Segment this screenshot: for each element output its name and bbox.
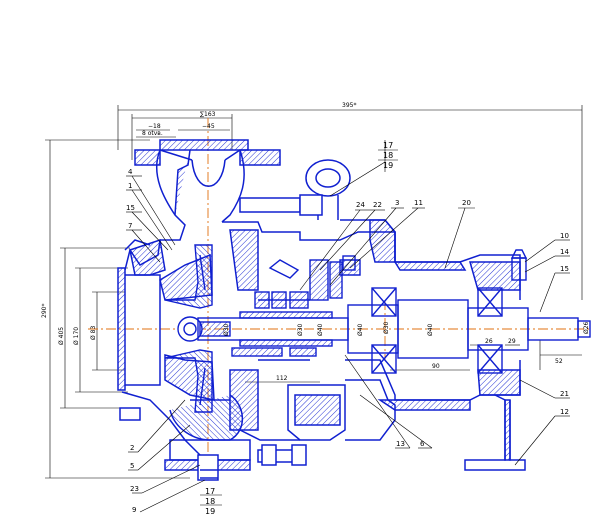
len-90-label: 90 <box>432 363 440 370</box>
overall-length-label: 395* <box>342 102 356 109</box>
diam-40b-label: Ø40 <box>357 323 364 336</box>
part-20: 20 <box>462 199 471 207</box>
reference-stack-bottom: 17 18 19 <box>205 487 215 514</box>
part-16: 15 <box>126 204 135 212</box>
impeller <box>164 244 213 413</box>
stack-top-18: 18 <box>383 151 393 160</box>
part-21: 21 <box>560 390 569 398</box>
part-22: 22 <box>373 201 382 209</box>
stack-bottom-17: 17 <box>205 487 215 496</box>
holes-label: 8 otvв. <box>142 130 163 137</box>
part-4: 4 <box>128 168 133 176</box>
part-23: 23 <box>130 485 139 493</box>
dim-45-label: −45 <box>202 123 215 130</box>
diam-30a-label: Ø30 <box>223 323 230 336</box>
part-1: 1 <box>128 182 132 190</box>
part-5: 5 <box>130 462 134 470</box>
diam-26-label: Ø26 <box>583 321 590 334</box>
reference-stack-top: 17 18 19 <box>383 141 393 170</box>
len-29-label: 29 <box>508 338 516 345</box>
len-26-label: 26 <box>485 338 493 345</box>
part-2: 2 <box>130 444 134 452</box>
len-112-label: 112 <box>276 375 288 382</box>
part-3: 3 <box>395 199 399 207</box>
part-12: 12 <box>560 408 569 416</box>
stack-bottom-18: 18 <box>205 497 215 506</box>
diam-83-label: Ø 83 <box>90 326 97 340</box>
part-7: 7 <box>128 222 132 230</box>
stack-bottom-19: 19 <box>205 507 215 514</box>
part-24: 24 <box>356 201 365 209</box>
part-11: 11 <box>414 199 423 207</box>
diam-30c-label: Ø30 <box>383 321 390 334</box>
len-52-label: 52 <box>555 358 563 365</box>
part-9: 9 <box>132 506 136 514</box>
dimension-labels: 395* 290* ∑163 −18 −45 8 otvв. Ø 405 Ø 1… <box>41 102 590 382</box>
part-numbers: 4 1 15 7 2 5 23 9 24 22 3 11 20 10 14 15… <box>126 168 569 514</box>
diam-405-label: Ø 405 <box>58 327 65 345</box>
part-6: 6 <box>420 440 425 448</box>
stack-top-19: 19 <box>383 161 393 170</box>
overall-height-label: 290* <box>41 304 48 318</box>
pump-casing <box>117 139 526 481</box>
diam-40a-label: Ø40 <box>317 323 324 336</box>
stack-top-17: 17 <box>383 141 393 150</box>
part-10: 10 <box>560 232 569 240</box>
diam-170-label: Ø 170 <box>73 327 80 345</box>
part-15: 15 <box>560 265 569 273</box>
part-13: 13 <box>396 440 405 448</box>
top-width-label: ∑163 <box>200 111 216 118</box>
dim-18-label: −18 <box>148 123 161 130</box>
part-14: 14 <box>560 248 569 256</box>
diam-40c-label: Ø40 <box>427 323 434 336</box>
diam-30b-label: Ø30 <box>297 323 304 336</box>
leader-lines <box>126 140 570 513</box>
